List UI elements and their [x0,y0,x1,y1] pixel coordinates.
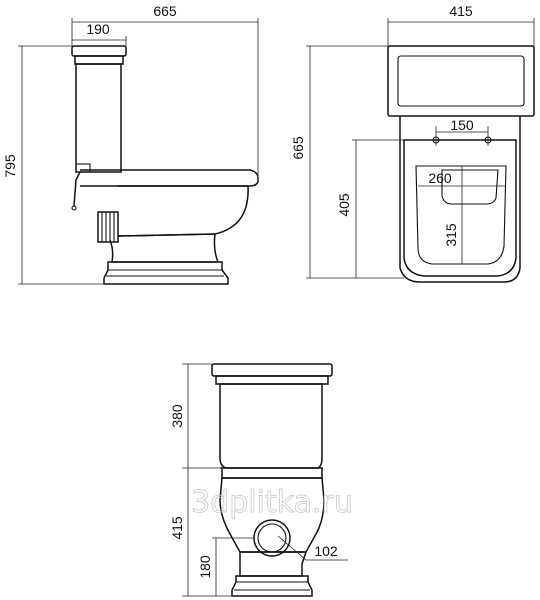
side-seat [80,169,259,187]
flush-handle-icon [71,163,91,211]
plan-bowl [403,139,517,277]
plan-dim-depth: 665 [290,45,404,279]
side-bowl [117,185,249,237]
front-dim-tank-height: 380 [169,363,220,469]
front-bowl-height-label: 415 [169,516,185,540]
side-tank-body [75,63,122,173]
plan-bowl-length-label: 315 [443,223,459,247]
side-view: 665 190 795 [2,3,259,285]
side-depth-label: 665 [153,3,177,19]
side-dim-depth: 665 [71,3,259,178]
plan-dim-bolt-spacing: 150 [435,117,489,146]
side-outlet [97,211,119,243]
plan-dim-bowl-length: 315 [443,166,463,264]
side-tank-depth-label: 190 [86,21,110,37]
front-dim-bowl-height: 415 [169,468,232,597]
side-dim-height: 795 [2,45,104,285]
plan-bolt-spacing-label: 150 [450,117,474,133]
front-tank-lid [211,363,333,377]
front-dim-outlet-height: 180 [197,537,254,596]
front-tank-body [219,383,323,469]
plan-outlet-distance-label: 405 [336,193,352,217]
plan-depth-label: 665 [290,136,306,160]
front-outlet-diameter-label: 102 [314,543,338,559]
side-dim-tank-depth: 190 [72,21,127,46]
front-view: 102 380 415 180 [169,363,348,597]
watermark: 3dplitka.ru [191,485,353,520]
plan-width-label: 415 [449,3,473,19]
front-tank-height-label: 380 [169,404,185,428]
plan-tank [387,45,535,117]
outlet-icon [253,519,291,557]
plan-dim-width: 415 [387,3,535,46]
side-pedestal [109,233,220,263]
plan-dim-outlet-distance: 405 [336,139,436,278]
plan-view: 415 150 260 315 665 405 [290,3,535,283]
side-tank-lid [71,45,127,57]
plan-bowl-width-label: 260 [428,170,452,186]
front-outlet-height-label: 180 [197,555,213,579]
side-height-label: 795 [2,154,18,178]
